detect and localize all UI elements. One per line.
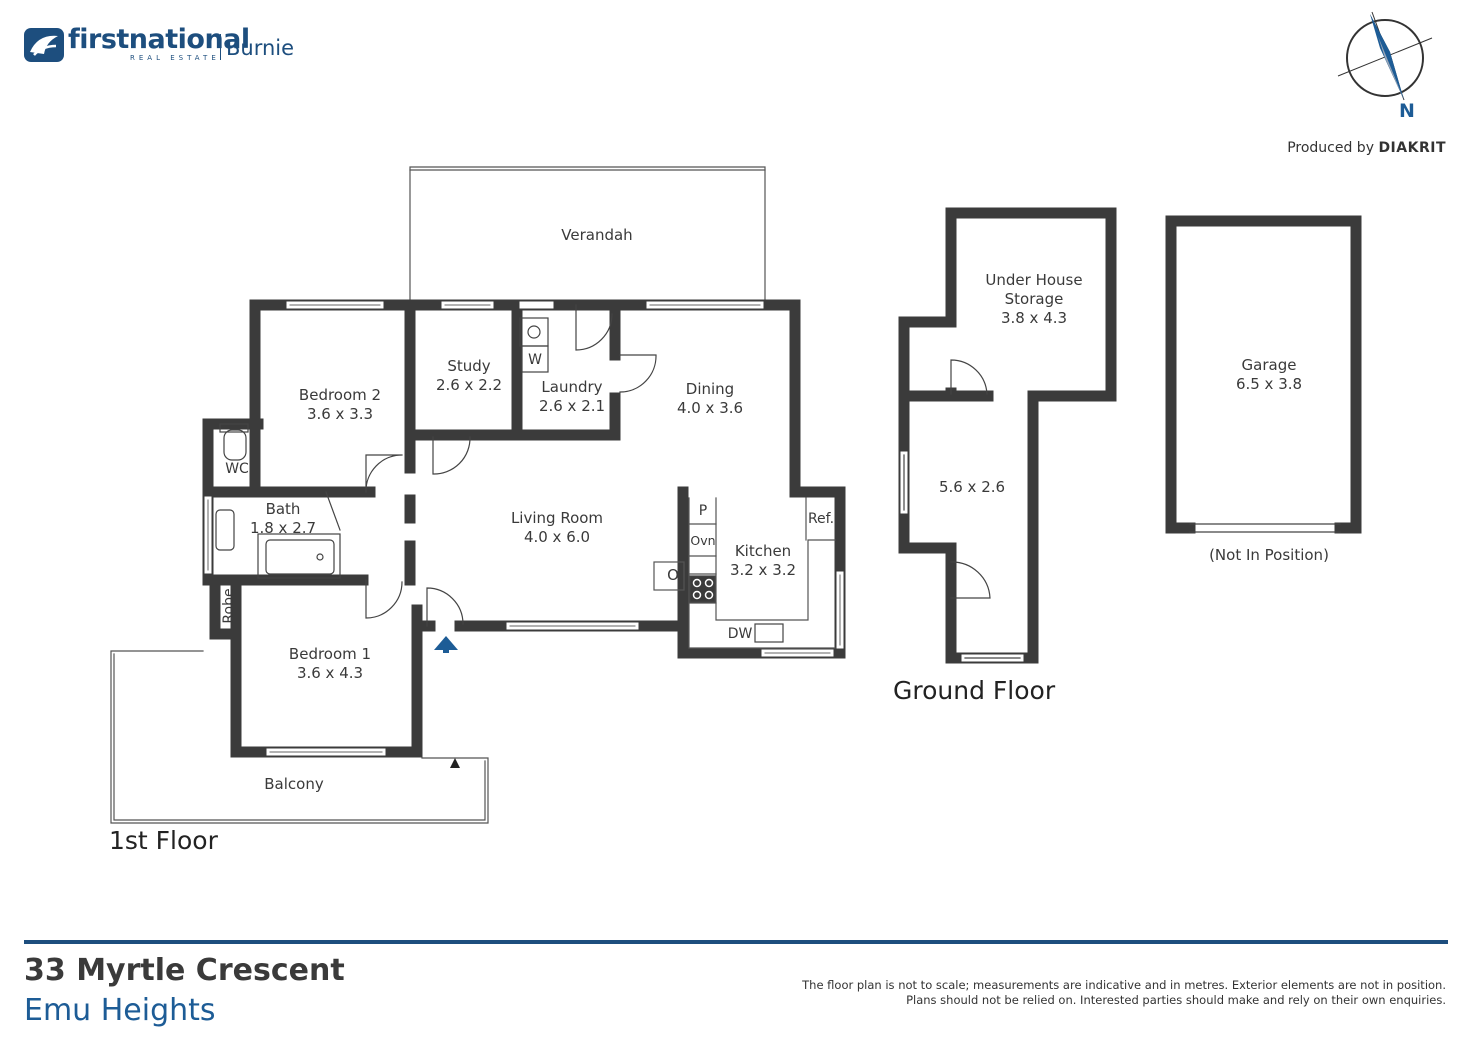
label-study: Study 2.6 x 2.2 xyxy=(435,357,503,394)
disclaimer: The floor plan is not to scale; measurem… xyxy=(802,978,1446,1008)
brand-name: firstnational xyxy=(68,24,250,55)
label-dishwasher: DW xyxy=(727,626,753,642)
label-bath: Bath 1.8 x 2.7 xyxy=(249,500,317,537)
label-under-house-storage: Under House Storage 3.8 x 4.3 xyxy=(985,271,1083,327)
address-suburb: Emu Heights xyxy=(24,993,216,1028)
garage-walls xyxy=(1165,215,1362,534)
ground-doors xyxy=(903,359,1021,659)
label-oven: Ovn xyxy=(690,533,716,548)
label-bedroom-1: Bedroom 1 3.6 x 4.3 xyxy=(288,645,372,682)
label-dining: Dining 4.0 x 3.6 xyxy=(676,380,744,417)
label-garage: Garage 6.5 x 3.8 xyxy=(1235,356,1303,393)
compass-icon xyxy=(1337,11,1433,101)
label-laundry: Laundry 2.6 x 2.1 xyxy=(538,378,606,415)
footer-divider xyxy=(24,940,1448,944)
brand-subtitle: REAL ESTATE xyxy=(130,54,220,62)
disclaimer-line-1: The floor plan is not to scale; measurem… xyxy=(802,978,1446,992)
brand-branch: Burnie xyxy=(226,36,295,60)
window-lines xyxy=(207,304,841,753)
hob-burners xyxy=(692,578,714,600)
label-garage-note: (Not In Position) xyxy=(1209,546,1329,564)
label-ground-lower-room: 5.6 x 2.6 xyxy=(938,478,1006,496)
label-hob-o: O xyxy=(667,566,679,584)
logo-divider xyxy=(220,34,221,60)
entry-arrow-icon xyxy=(434,636,458,653)
verandah-outline xyxy=(409,166,766,306)
compass-north-label: N xyxy=(1399,100,1415,122)
disclaimer-line-2: Plans should not be relied on. Intereste… xyxy=(906,993,1446,1007)
door-swings xyxy=(325,304,657,627)
producer-credit: Produced by DIAKRIT xyxy=(1287,140,1446,156)
label-wc: WC xyxy=(225,461,249,477)
address-street: 33 Myrtle Crescent xyxy=(24,953,345,988)
floor-title-first: 1st Floor xyxy=(109,826,218,855)
label-washer: W xyxy=(528,352,542,368)
label-fridge: Ref. xyxy=(807,511,835,527)
floor-title-ground: Ground Floor xyxy=(893,676,1056,705)
producer-prefix: Produced by xyxy=(1287,140,1374,156)
balcony-outline xyxy=(110,650,489,824)
label-verandah: Verandah xyxy=(561,226,633,244)
label-robe: Robe xyxy=(221,588,237,624)
garage-door xyxy=(1189,523,1341,533)
label-kitchen: Kitchen 3.2 x 3.2 xyxy=(729,542,797,579)
producer-name: DIAKRIT xyxy=(1378,140,1446,156)
stair-arrow-icon xyxy=(450,758,460,768)
label-balcony: Balcony xyxy=(264,775,324,793)
label-bedroom-2: Bedroom 2 3.6 x 3.3 xyxy=(298,386,382,423)
brand-logo: firstnational REAL ESTATE Burnie xyxy=(24,24,304,68)
logo-icon xyxy=(24,28,64,62)
label-living-room: Living Room 4.0 x 6.0 xyxy=(510,509,604,546)
kitchen-counters xyxy=(653,497,836,649)
label-pantry: P xyxy=(698,503,708,519)
